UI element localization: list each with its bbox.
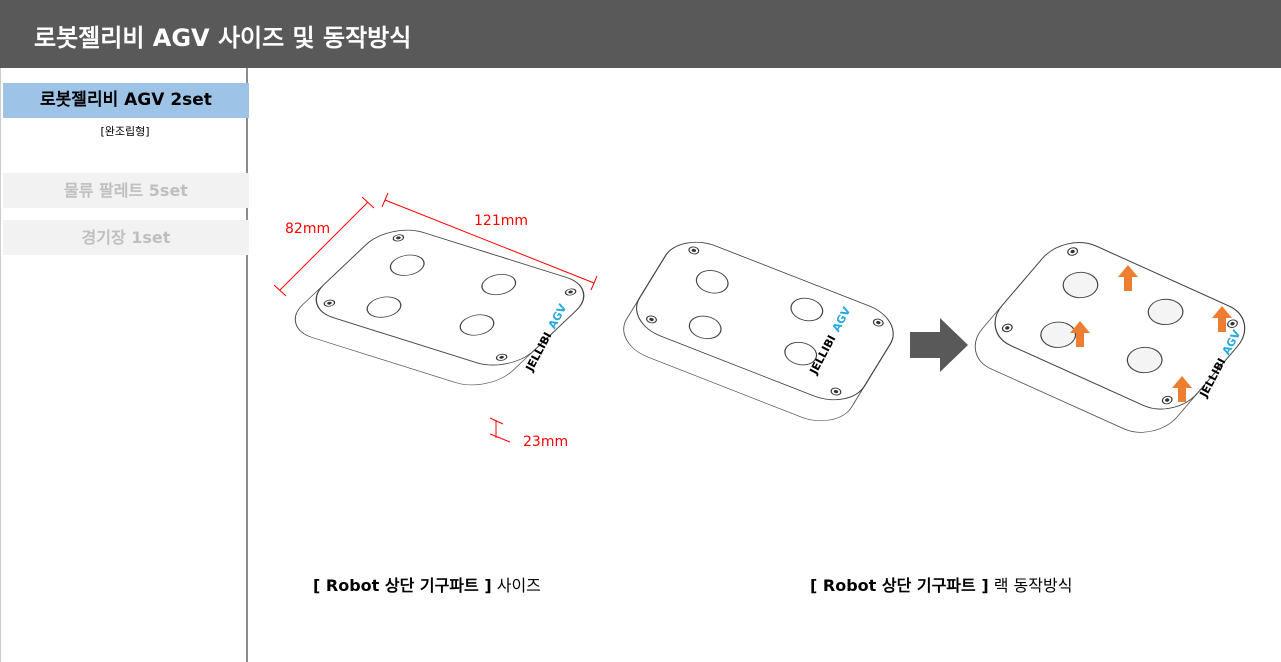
sidebar-item-arena[interactable]: 경기장 1set bbox=[3, 220, 249, 255]
robot-top-after bbox=[959, 231, 1261, 444]
dimension-lines bbox=[273, 192, 598, 443]
page-title: 로봇젤리비 AGV 사이즈 및 동작방식 bbox=[34, 24, 412, 52]
dim-length-label: 121mm bbox=[474, 213, 528, 229]
sidebar-item-agv[interactable]: 로봇젤리비 AGV 2set bbox=[3, 83, 249, 118]
sidebar-item-pallet[interactable]: 물류 팔레트 5set bbox=[3, 173, 249, 208]
sidebar-item-agv-sub: [완조립형] bbox=[100, 125, 150, 138]
caption-operation: [ Robot 상단 기구파트 ] 랙 동작방식 bbox=[810, 576, 1073, 595]
robot-top-size bbox=[278, 221, 601, 394]
dim-width-label: 82mm bbox=[285, 221, 330, 237]
caption-size: [ Robot 상단 기구파트 ] 사이즈 bbox=[313, 576, 541, 595]
header-bar: 로봇젤리비 AGV 사이즈 및 동작방식 bbox=[0, 0, 1281, 68]
sidebar: 로봇젤리비 AGV 2set [완조립형] 물류 팔레트 5set 경기장 1s… bbox=[0, 68, 249, 662]
robot-top-before bbox=[611, 231, 906, 432]
dim-height-label: 23mm bbox=[523, 434, 568, 450]
transition-arrow-icon bbox=[910, 318, 968, 372]
